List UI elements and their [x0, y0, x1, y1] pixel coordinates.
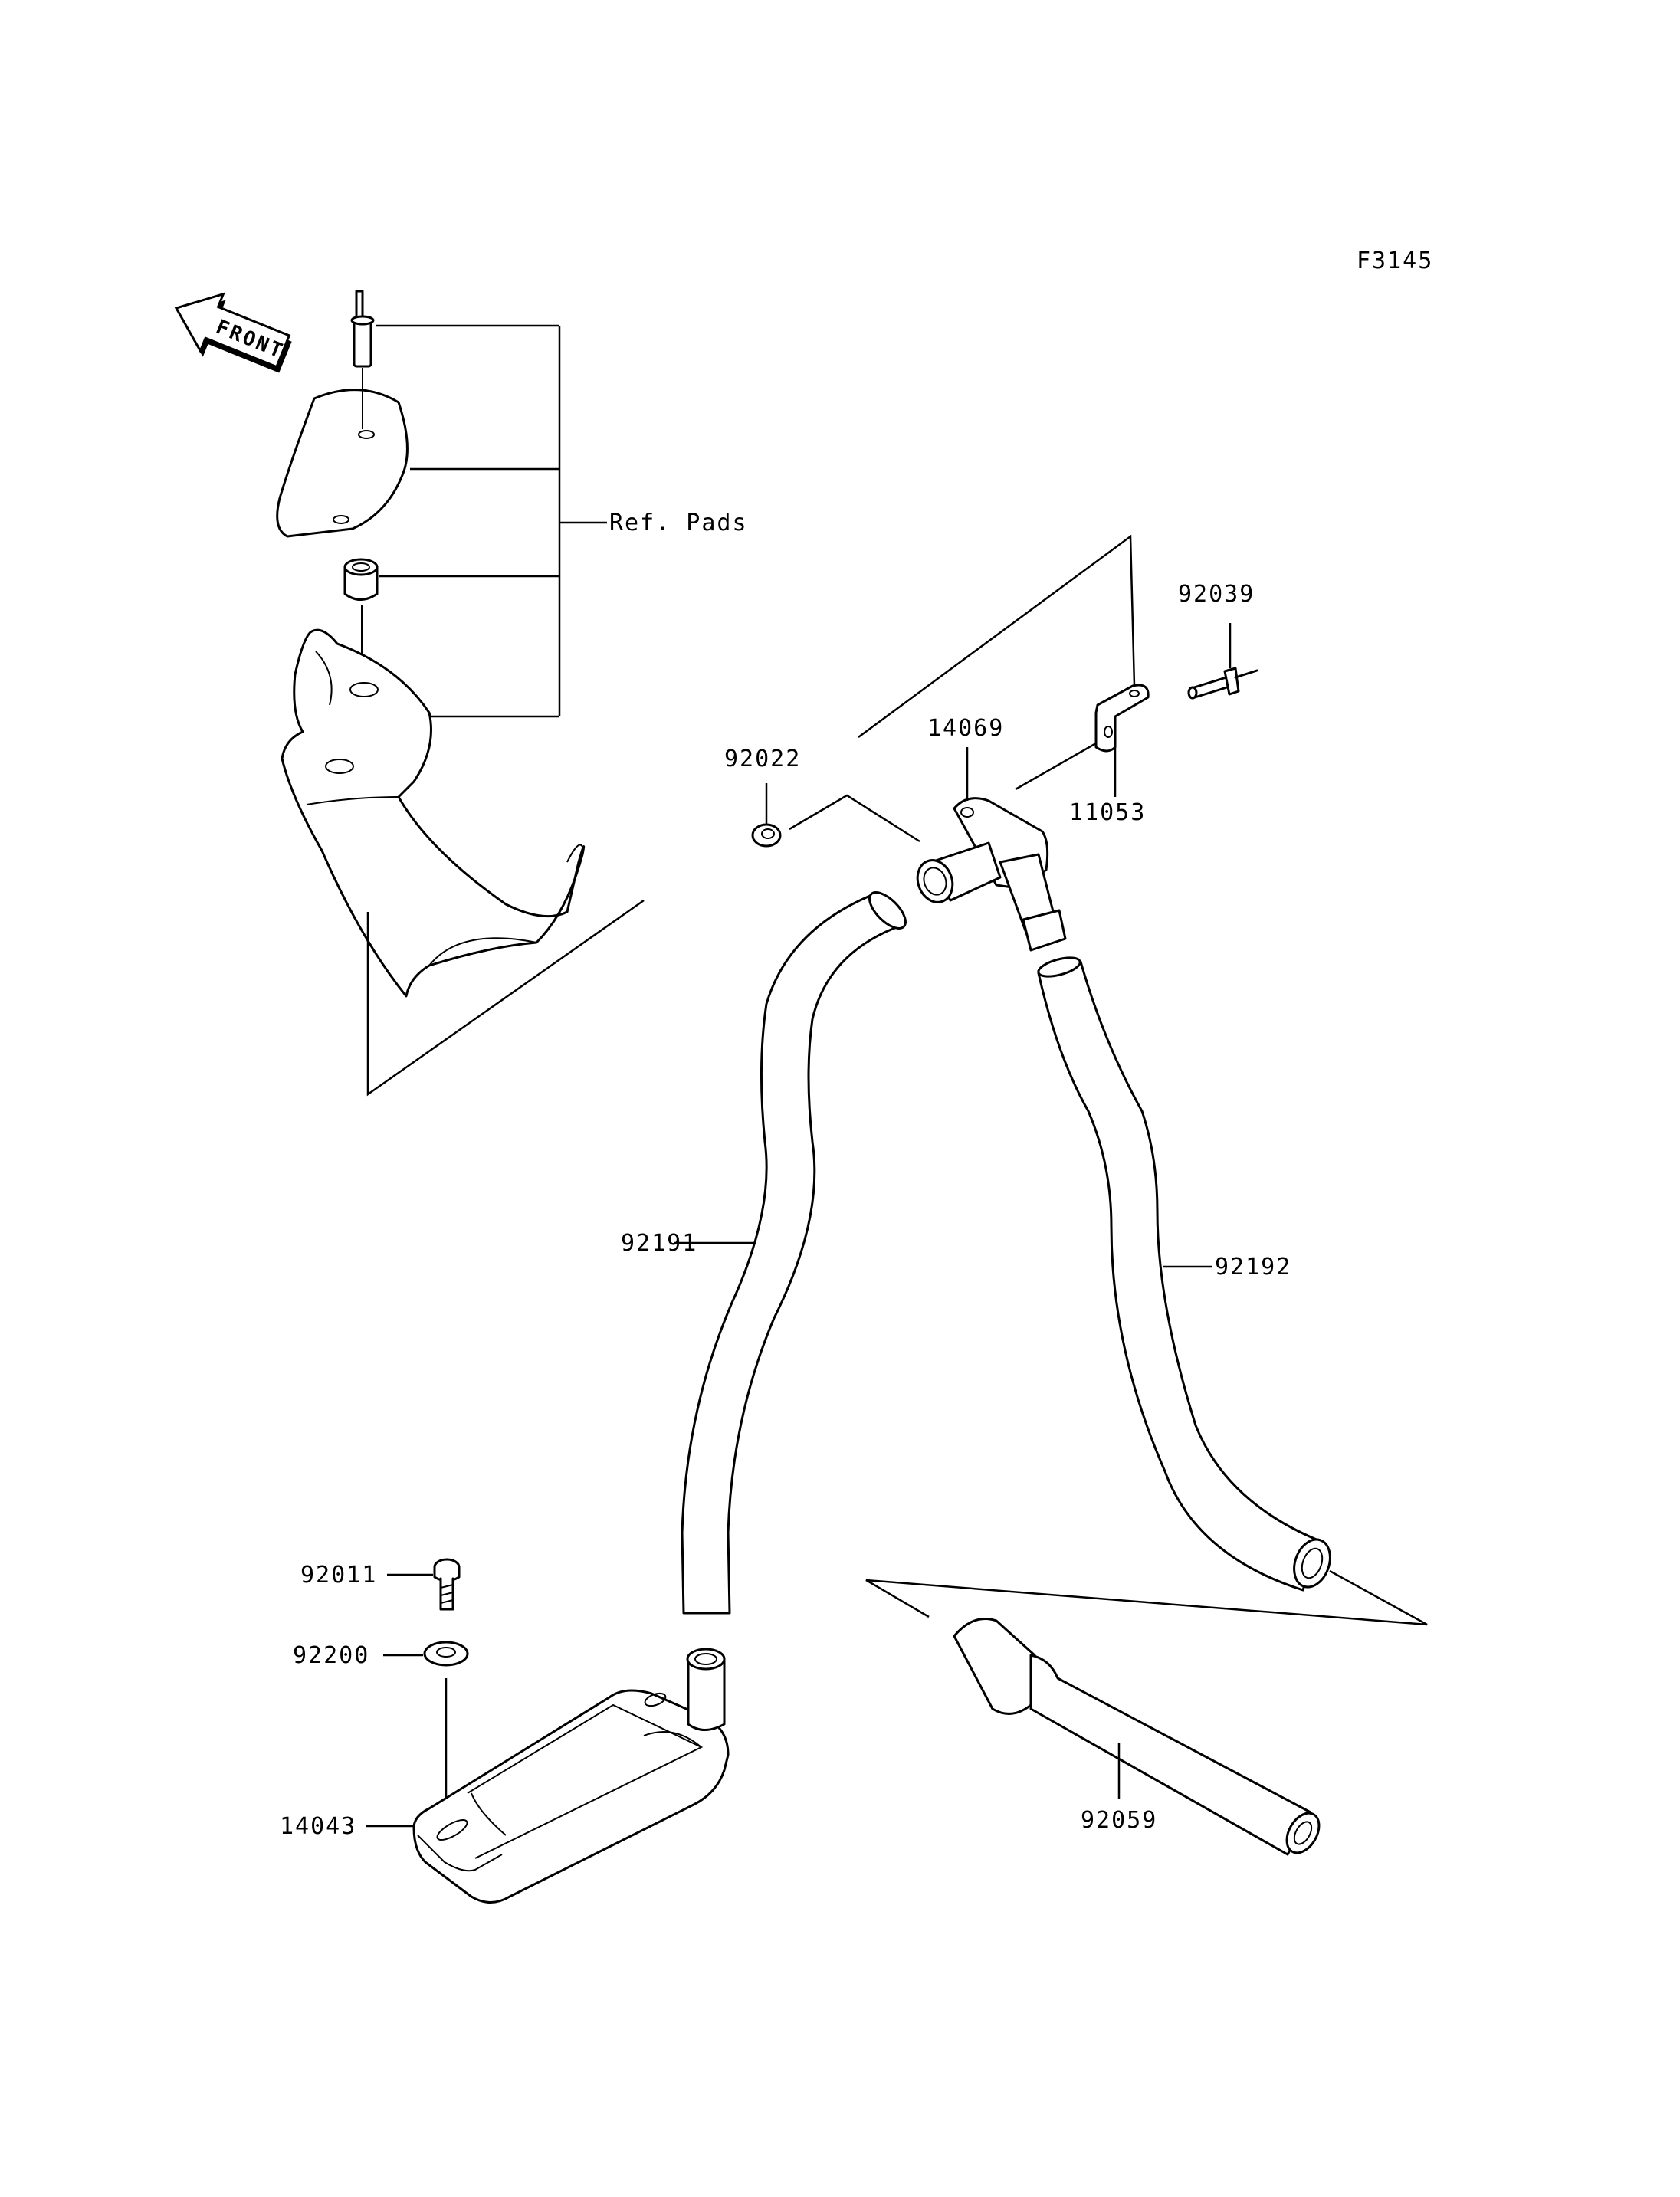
label-14069: 14069 [927, 715, 1004, 742]
part-92022-washer [751, 823, 782, 848]
part-92011-bolt [433, 1558, 461, 1611]
part-92192-hose [1037, 960, 1320, 1592]
part-92200-washer [423, 1641, 469, 1667]
pad-plate [276, 389, 409, 538]
label-11053: 11053 [1069, 799, 1146, 826]
pad-collar [343, 558, 379, 601]
part-92059-tube [953, 1618, 1321, 1856]
pad-pin [350, 290, 375, 368]
ref-pads-label: Ref. Pads [609, 510, 748, 536]
part-92039-pin [1187, 667, 1258, 700]
pad-hole [358, 430, 375, 439]
label-92059: 92059 [1081, 1807, 1157, 1834]
label-92022: 92022 [724, 746, 801, 772]
pad-hole [333, 515, 349, 524]
label-92191: 92191 [621, 1230, 697, 1257]
pad-seat [281, 628, 586, 998]
label-92192: 92192 [1215, 1254, 1291, 1280]
label-14043: 14043 [280, 1813, 356, 1840]
figure-code: F3145 [1357, 248, 1433, 274]
label-92039: 92039 [1178, 581, 1255, 608]
part-11053-bracket [1094, 684, 1150, 753]
label-92200: 92200 [293, 1642, 369, 1669]
part-92191-hose [681, 891, 898, 1615]
part-14043-case [412, 1648, 730, 1904]
label-92011: 92011 [300, 1562, 377, 1589]
part-14069-elbow [916, 797, 1067, 952]
front-arrow-icon: FRONT [174, 292, 292, 373]
